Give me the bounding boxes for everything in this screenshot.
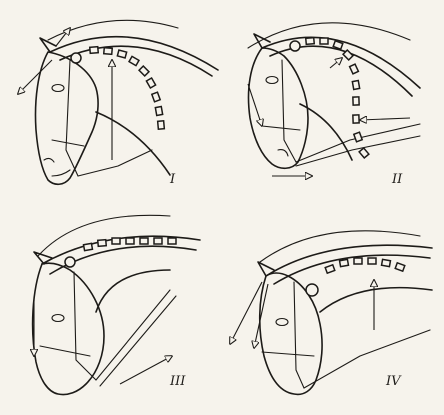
panel-2-rein-upper [296, 124, 420, 162]
panel-2-vertebrae [306, 38, 369, 158]
panel-4-atlas [306, 284, 318, 296]
panel-4-crest-inner [274, 255, 430, 284]
panel-3-head-outline [33, 263, 104, 394]
panel-4-noseband [262, 352, 314, 356]
panel-1-drawing [18, 20, 218, 184]
panel-1-arrow-up [56, 28, 70, 46]
panel-3-atlas [65, 257, 75, 267]
panel-2-atlas [290, 41, 300, 51]
panel-3-ear [34, 252, 52, 264]
panel-1-nostril [44, 158, 54, 162]
panel-3-label: III [170, 374, 185, 389]
panel-2-arrow-back [360, 118, 410, 120]
panel-2-arrow-poll [330, 58, 342, 68]
panel-2-cheekpiece [282, 60, 296, 162]
panel-3-vertebrae [84, 238, 176, 251]
panel-2-noseband [262, 126, 300, 130]
panel-1-vertebrae [90, 47, 165, 130]
panel-2-label: II [392, 172, 402, 187]
panel-4-cheekpiece [294, 282, 304, 388]
panel-3-throat-line [96, 270, 170, 312]
panel-1-mouth [52, 170, 70, 176]
panel-2-crest-inner [270, 46, 412, 96]
panel-4-rein [304, 330, 430, 388]
panel-1-label: I [170, 172, 175, 187]
panel-3-cheekpiece [74, 272, 96, 380]
panel-4-eye [276, 319, 288, 326]
panel-1-head-outline [36, 52, 99, 184]
panel-1-arrow-forward [18, 60, 52, 94]
panel-1-eye [52, 85, 64, 92]
panel-3-rein-lower [100, 296, 176, 386]
panel-3-noseband [40, 346, 90, 356]
panel-4-label: IV [386, 374, 401, 389]
panel-2-drawing [248, 23, 420, 176]
panel-4-throat-line [320, 288, 432, 312]
panel-1-atlas [71, 53, 81, 63]
panel-2-eye [266, 77, 278, 84]
panel-1-rein [78, 150, 152, 176]
panel-3-arrow-rein [120, 356, 172, 384]
panel-2-nostril [278, 150, 288, 156]
panel-4-crest-line [266, 245, 432, 276]
panel-3-eye [52, 315, 64, 322]
panel-1-noseband [52, 140, 84, 146]
panel-1-cheekpiece [66, 60, 78, 176]
panel-4-drawing [230, 231, 432, 395]
panel-3-drawing [33, 215, 200, 394]
panel-4-motion-arc [260, 231, 420, 262]
panel-3-rein-upper [96, 290, 170, 380]
